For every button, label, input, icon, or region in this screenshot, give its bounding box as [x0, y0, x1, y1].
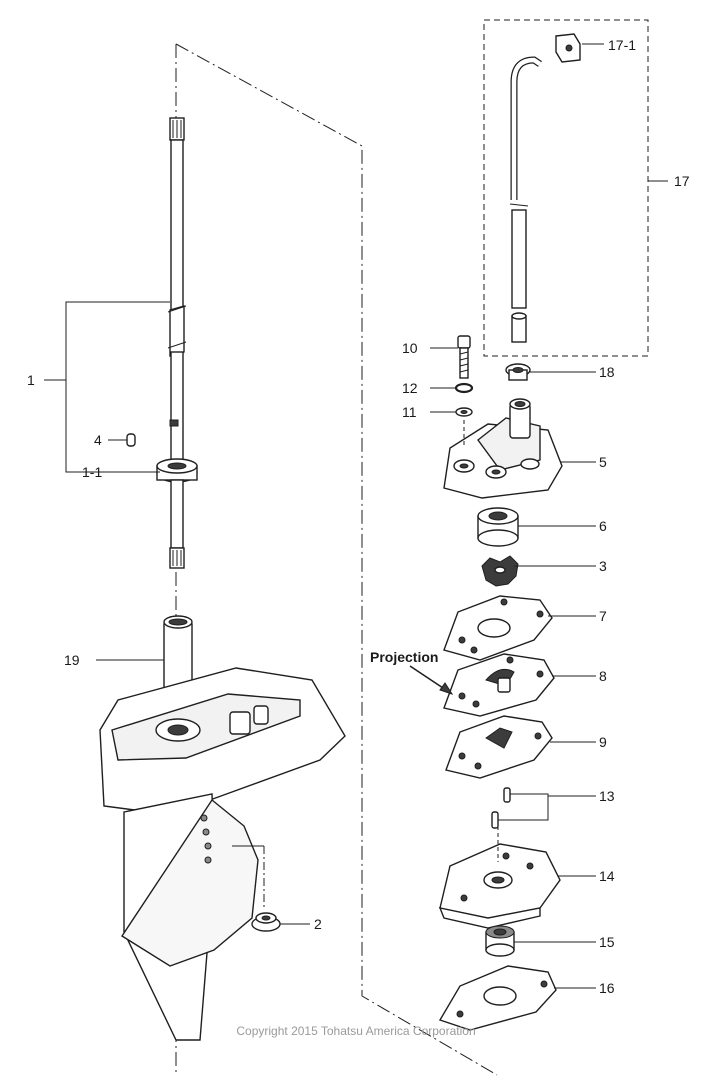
callout-12: 12 [402, 380, 418, 396]
callout-2: 2 [314, 916, 322, 932]
callout-17: 17 [674, 173, 690, 189]
washer-part-11 [455, 407, 473, 417]
water-tube-part-17 [509, 56, 542, 343]
callout-18: 18 [599, 364, 615, 380]
callout-1-1: 1-1 [82, 464, 102, 480]
nut-part-2 [251, 912, 281, 932]
plate-part-9 [445, 715, 553, 779]
callout-15: 15 [599, 934, 615, 950]
callout-1: 1 [27, 372, 35, 388]
callout-9: 9 [599, 734, 607, 750]
plate-part-7 [443, 595, 553, 661]
callout-4: 4 [94, 432, 102, 448]
callout-3: 3 [599, 558, 607, 574]
seal-part-15 [485, 925, 515, 957]
grommet-part-17-1 [555, 33, 581, 63]
callout-13: 13 [599, 788, 615, 804]
callout-19: 19 [64, 652, 80, 668]
gasket-part-8 [443, 653, 555, 717]
pin-part-4 [126, 433, 136, 447]
pump-case-part-5 [443, 398, 563, 499]
seal-part-18 [505, 363, 531, 381]
callout-6: 6 [599, 518, 607, 534]
callout-11: 11 [402, 404, 417, 420]
tube-part-19 [163, 615, 193, 697]
impeller-part-3 [481, 555, 519, 587]
insert-part-6 [477, 507, 519, 547]
callout-14: 14 [599, 868, 615, 884]
projection-label: Projection [370, 649, 438, 665]
gasket-part-16 [438, 965, 557, 1031]
projection-arrow [409, 665, 454, 695]
pins-part-13 [491, 787, 511, 829]
callout-7: 7 [599, 608, 607, 624]
drive-shaft [156, 117, 198, 569]
bolt-part-10 [457, 335, 471, 379]
gearcase-housing [99, 667, 346, 1041]
leader-lines [44, 43, 668, 989]
callout-16: 16 [599, 980, 615, 996]
callout-10: 10 [402, 340, 418, 356]
copyright-notice: Copyright 2015 Tohatsu America Corporati… [236, 1024, 475, 1038]
callout-5: 5 [599, 454, 607, 470]
pump-plate-part-14 [438, 843, 561, 929]
callout-17-1: 17-1 [608, 37, 636, 53]
callout-8: 8 [599, 668, 607, 684]
washer-part-12 [454, 382, 474, 394]
